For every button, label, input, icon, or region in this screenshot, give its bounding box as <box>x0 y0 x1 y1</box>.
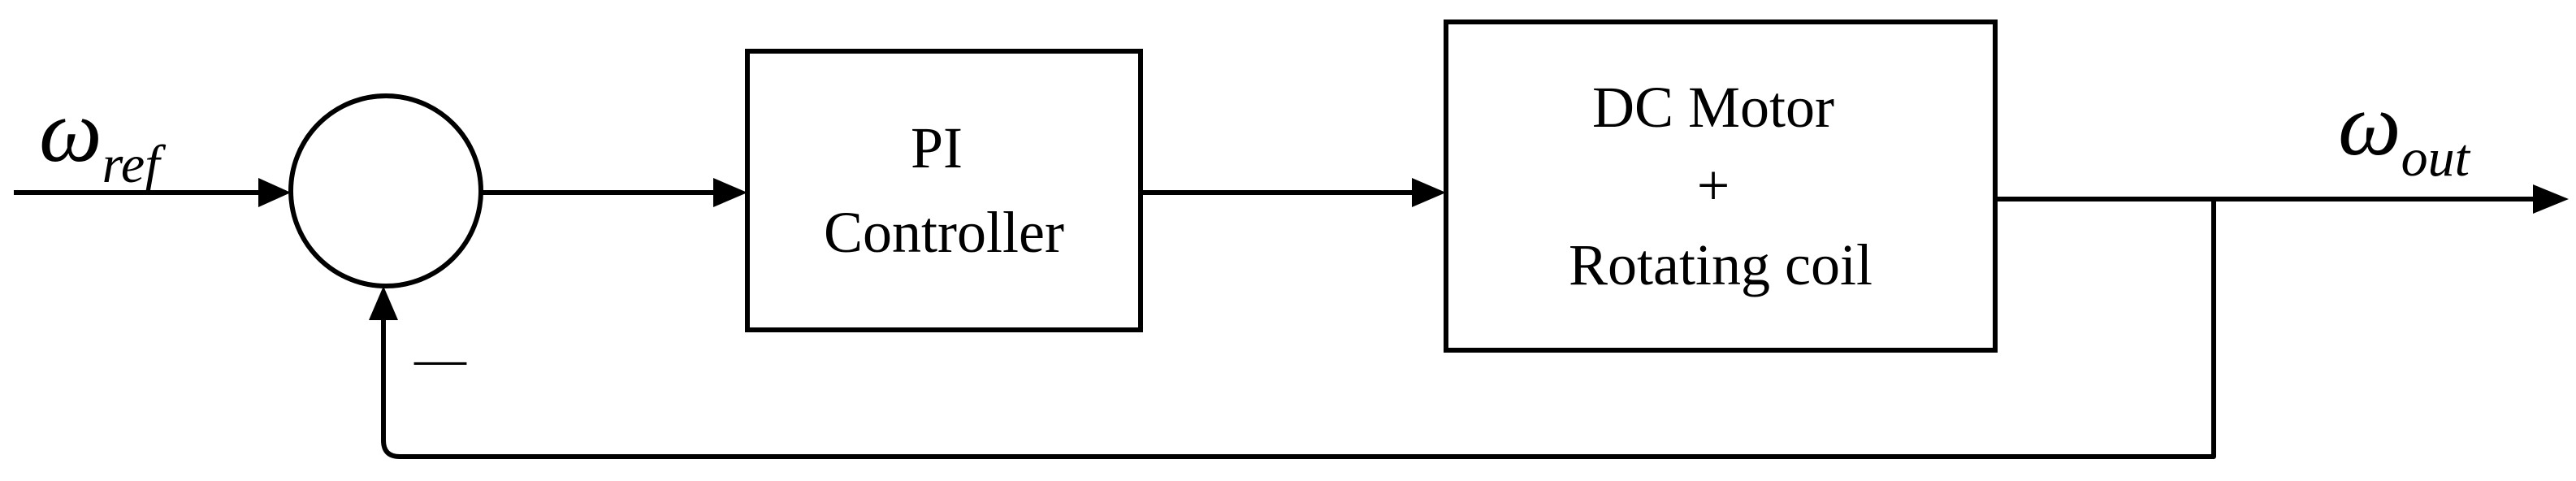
dc-motor-line-1: DC Motor <box>1592 75 1834 140</box>
feedback-minus-sign: — <box>413 329 467 387</box>
input-symbol: ω <box>39 81 102 180</box>
pi-controller-line-1: PI <box>911 115 963 180</box>
input-arrowhead <box>258 178 291 207</box>
input-subscript: ref <box>102 135 167 194</box>
pi-controller-label: PI Controller <box>824 115 1064 265</box>
pi-to-plant-arrowhead <box>1412 178 1446 207</box>
dc-motor-line-2: + <box>1697 153 1730 218</box>
pi-controller-block <box>745 49 1143 332</box>
pi-controller-line-2: Controller <box>824 200 1064 265</box>
output-symbol: ω <box>2338 75 2401 174</box>
dc-motor-label: DC Motor + Rotating coil <box>1569 75 1872 297</box>
feedback-arrowhead <box>369 286 398 320</box>
output-arrowhead <box>2533 184 2569 214</box>
dc-motor-block <box>1444 20 1998 353</box>
junction-to-pi-arrowhead <box>713 178 747 207</box>
summing-junction <box>288 93 483 288</box>
feedback-path <box>381 197 2216 459</box>
output-label: ωout <box>2338 75 2471 188</box>
output-subscript: out <box>2401 128 2471 188</box>
input-label: ωref <box>39 81 166 194</box>
dc-motor-line-3: Rotating coil <box>1569 232 1872 297</box>
